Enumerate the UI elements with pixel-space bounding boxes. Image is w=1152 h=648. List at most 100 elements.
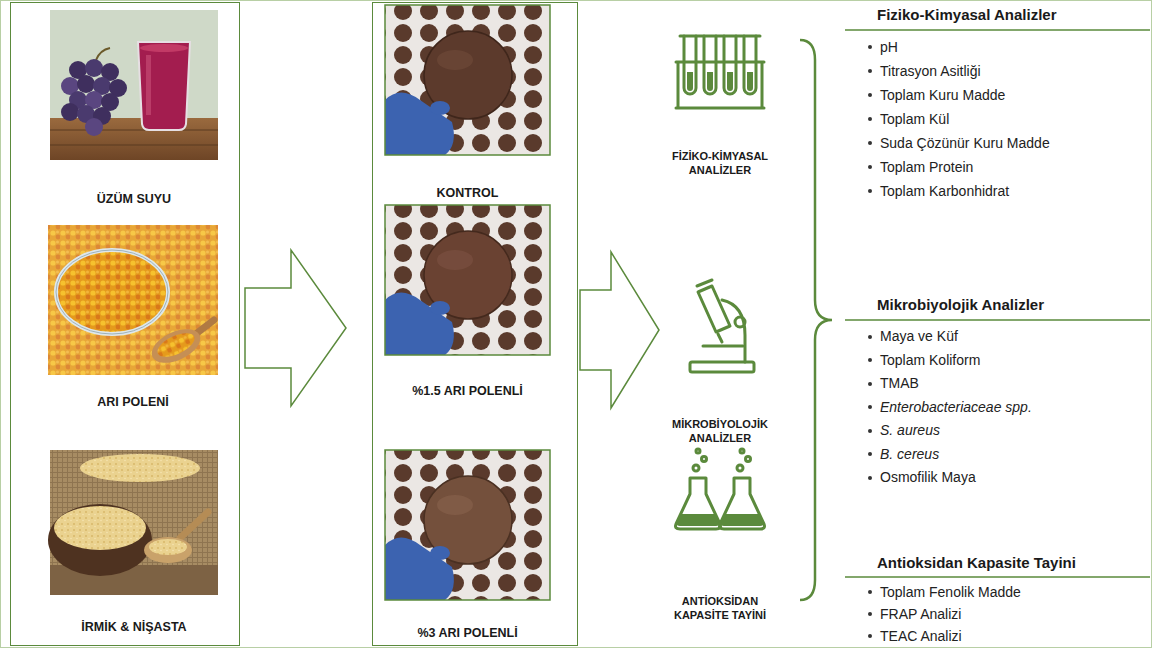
analysis-icon-box: FİZİKO-KİMYASAL ANALİZLER — [660, 25, 780, 177]
bee-pollen-photo — [48, 225, 218, 375]
list-item: FRAP Analizi — [860, 603, 1150, 625]
microscope-icon — [690, 362, 754, 372]
photo-label: KONTROL — [437, 185, 499, 202]
icon-label: ANTİOKSİDAN KAPASİTE TAYİNİ — [660, 594, 780, 622]
list-item: TEAC Analizi — [860, 625, 1150, 647]
cookie-photo — [385, 205, 550, 355]
flask-icon — [746, 457, 751, 462]
flask-icon — [696, 449, 700, 453]
microscope-icon — [698, 286, 730, 332]
bee-pollen-photo — [147, 322, 206, 369]
test-tube-icon — [680, 35, 760, 38]
analysis-icon-box: ANTİOKSİDAN KAPASİTE TAYİNİ — [660, 450, 780, 622]
cookie-photo — [385, 93, 454, 156]
list-item: Toplam Kuru Madde — [860, 83, 1150, 107]
semolina-photo — [149, 539, 187, 555]
bee-pollen-photo — [197, 320, 214, 333]
semolina-photo — [144, 537, 192, 563]
group-panel: KONTROL %1.5 ARI POLENLİ %3 ARI POLENLİ — [372, 2, 578, 646]
list-item: TMAB — [860, 372, 1150, 396]
list-heading: Fiziko-Kimyasal Analizler — [877, 5, 1150, 25]
microscope-icon — [722, 300, 745, 362]
block-arrow — [245, 250, 346, 406]
grape-juice-photo — [50, 10, 218, 160]
curly-bracket — [800, 40, 832, 600]
grape-juice-photo — [77, 75, 95, 93]
cookie-photo — [385, 205, 550, 355]
semolina-photo — [180, 512, 208, 538]
grape-juice-photo — [85, 118, 103, 136]
cookie-photo — [385, 450, 550, 600]
cookie-photo — [437, 495, 473, 515]
cookie-photo — [437, 250, 473, 270]
grape-juice-photo — [146, 55, 151, 115]
cookie-photo — [385, 5, 550, 155]
flask-icon — [676, 449, 765, 529]
semolina-photo — [80, 454, 200, 482]
semolina-photo — [48, 450, 218, 595]
group-panel: ÜZÜM SUYUARI POLENİİRMİK & NİŞASTA — [10, 2, 240, 646]
list-item: Toplam Kül — [860, 107, 1150, 131]
flask-icon — [702, 457, 707, 462]
photo-label: %3 ARI POLENLİ — [417, 625, 517, 642]
list-item: Toplam Karbonhidrat — [860, 179, 1150, 203]
cookie-photo — [385, 450, 550, 600]
cookie-photo — [437, 50, 473, 70]
icon-label: MİKROBİYOLOJİK ANALİZLER — [660, 417, 780, 445]
photo-label: İRMİK & NİŞASTA — [81, 619, 186, 636]
icon-label: FİZİKO-KİMYASAL ANALİZLER — [660, 149, 780, 177]
microscope-icon — [735, 317, 745, 327]
bee-pollen-photo — [48, 225, 218, 375]
cookie-photo — [385, 205, 550, 355]
bee-pollen-photo — [56, 250, 168, 334]
microscope-icon — [718, 334, 722, 342]
analysis-list: Fiziko-Kimyasal Analizler pHTitrasyon Asi… — [860, 5, 1150, 207]
bee-pollen-photo — [154, 328, 198, 361]
cookie-photo — [424, 476, 512, 564]
microscope-icon — [697, 280, 712, 286]
grape-juice-photo — [50, 118, 218, 160]
bee-pollen-photo — [48, 225, 218, 375]
test-tube-icon — [676, 62, 764, 108]
flask-icon — [677, 514, 763, 526]
flask-icon — [693, 465, 699, 471]
list-item: Toplam Protein — [860, 155, 1150, 179]
photo-box: %3 ARI POLENLİ — [385, 450, 550, 642]
microscope-icon — [690, 280, 754, 372]
test-tube-icon — [676, 36, 764, 108]
grape-juice-photo — [140, 44, 188, 52]
list-item: Titrasyon Asitliği — [860, 59, 1150, 83]
bee-pollen-photo — [56, 250, 168, 334]
semolina-photo — [54, 506, 146, 550]
grape-juice-photo — [50, 130, 218, 145]
cookie-photo — [385, 5, 550, 155]
list-item: Maya ve Küf — [860, 325, 1150, 349]
flask-icon — [740, 449, 744, 453]
cookie-photo — [385, 450, 550, 600]
analysis-list: Antioksidan Kapasite TayiniToplam Fenoli… — [860, 553, 1150, 647]
photo-label: %1.5 ARI POLENLİ — [412, 383, 523, 400]
flask-icon — [737, 465, 743, 471]
block-arrow — [580, 252, 659, 408]
grape-juice-photo — [96, 48, 110, 60]
list-heading: Mikrobiyolojik Analizler — [877, 295, 1150, 315]
cookie-photo — [430, 546, 450, 560]
list-item: Suda Çözünür Kuru Madde — [860, 131, 1150, 155]
photo-box: ARI POLENİ — [48, 225, 218, 411]
photo-box: %1.5 ARI POLENLİ — [385, 205, 550, 400]
photo-box: İRMİK & NİŞASTA — [50, 450, 218, 636]
grape-juice-photo — [50, 10, 218, 160]
photo-box: KONTROL — [385, 5, 550, 202]
grape-juice-photo — [61, 103, 79, 121]
list-item: Enterobacteriaceae spp. — [860, 396, 1150, 420]
list-item: pH — [860, 35, 1150, 59]
microscope-icon — [703, 345, 743, 348]
cookie-photo — [385, 293, 454, 356]
list-item: B. cereus — [860, 443, 1150, 467]
grape-juice-photo — [138, 42, 190, 130]
cookie-photo — [385, 538, 454, 601]
list-heading: Antioksidan Kapasite Tayini — [877, 553, 1150, 573]
analysis-icon-box: MİKROBİYOLOJİK ANALİZLER — [660, 280, 780, 445]
